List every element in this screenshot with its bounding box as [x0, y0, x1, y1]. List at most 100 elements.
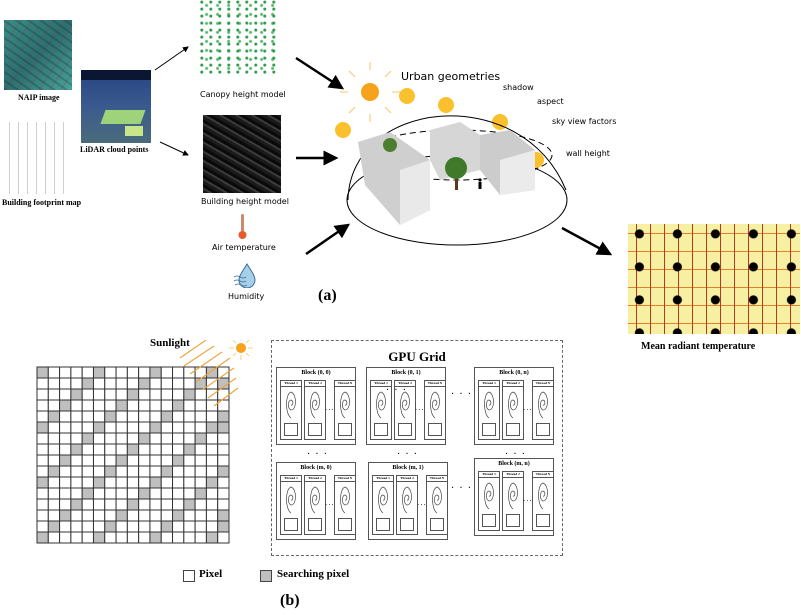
- gpu-thread: Thread 1: [478, 471, 500, 531]
- pixel: [92, 377, 106, 390]
- pixel: [205, 432, 219, 445]
- pixel: [160, 476, 174, 489]
- air-temperature-label: Air temperature: [212, 243, 276, 252]
- searching-pixel: [217, 520, 230, 533]
- sun-position-icon: [438, 97, 454, 113]
- pixel: [160, 454, 174, 467]
- factor-shadow: shadow: [503, 83, 534, 92]
- gpu-thread: Thread 2: [502, 380, 524, 440]
- pixel: [104, 377, 117, 390]
- searching-pixel: [149, 476, 162, 489]
- searching-pixel: [92, 366, 106, 379]
- pixel: [70, 531, 83, 544]
- searching-pixel: [138, 432, 151, 445]
- pixel: [194, 498, 207, 511]
- searching-pixel: [47, 410, 61, 423]
- gpu-thread-label: Thread 2: [503, 381, 523, 387]
- pixel: [138, 531, 151, 544]
- pixel: [81, 443, 94, 456]
- pixel: [138, 476, 151, 489]
- thread-pixel-box: [506, 514, 520, 527]
- pixel: [104, 509, 117, 522]
- pixel: [138, 454, 151, 467]
- spiral-icon: [508, 482, 518, 510]
- pixel: [36, 399, 49, 412]
- pixel: [138, 509, 151, 522]
- pixel: [81, 388, 94, 401]
- thread-pixel-box: [284, 518, 298, 531]
- pixel: [194, 509, 207, 522]
- thread-pixel-box: [308, 423, 322, 436]
- sun-position-icon: [492, 114, 508, 130]
- pixel: [126, 377, 140, 390]
- searching-pixel: [138, 377, 151, 390]
- pixel: [70, 377, 83, 390]
- pixel: [36, 454, 49, 467]
- gpu-thread-label: Thread 2: [305, 381, 325, 387]
- pixel: [172, 465, 185, 478]
- sun-position-icon: [399, 88, 415, 104]
- pixel: [160, 421, 174, 434]
- tree-icon: [445, 157, 467, 190]
- lidar-image: [81, 70, 151, 143]
- thread-pixel-box: [338, 423, 352, 436]
- pixel: [149, 509, 162, 522]
- ellipsis-horizontal: · · ·: [451, 389, 472, 400]
- pixel: [47, 454, 61, 467]
- pixel: [104, 487, 117, 500]
- factor-aspect: aspect: [537, 97, 564, 106]
- pixel: [115, 531, 128, 544]
- searching-pixel: [217, 465, 230, 478]
- searching-pixel: [47, 465, 61, 478]
- pixel: [104, 454, 117, 467]
- pixel: [217, 476, 230, 489]
- tree-icon: [383, 138, 397, 152]
- pixel: [81, 509, 94, 522]
- pixel: [149, 498, 162, 511]
- pixel: [59, 487, 72, 500]
- pixel: [36, 410, 49, 423]
- gpu-thread-label: Thread 2: [395, 381, 415, 387]
- pixel: [59, 531, 72, 544]
- pixel: [126, 487, 140, 500]
- pixel: [36, 377, 49, 390]
- building-footprint-label: Building footprint map: [2, 198, 82, 207]
- pixel: [70, 487, 83, 500]
- searching-pixel: [205, 421, 219, 434]
- thread-pixel-box: [536, 423, 550, 436]
- pixel: [217, 498, 230, 511]
- searching-pixel: [160, 410, 174, 423]
- pixel: [81, 465, 94, 478]
- thread-pixel-box: [284, 423, 298, 436]
- pixel: [59, 388, 72, 401]
- pixel: [149, 487, 162, 500]
- ellipsis-horizontal: · · ·: [451, 483, 472, 494]
- pixel: [217, 432, 230, 445]
- pixel: [59, 520, 72, 533]
- pixel: [59, 410, 72, 423]
- pixel: [36, 509, 49, 522]
- humidity-drop-icon: [233, 263, 256, 288]
- gpu-block-label: Block (0, 1): [391, 370, 421, 376]
- pixel: [183, 421, 196, 434]
- searching-pixel: [149, 421, 162, 434]
- pixel: [59, 443, 72, 456]
- building-height-label: Building height model: [201, 197, 289, 206]
- sun-icon: [340, 62, 400, 122]
- pixel: [126, 366, 140, 379]
- pixel: [104, 531, 117, 544]
- legend-pixel-label: Pixel: [199, 568, 223, 580]
- pixel: [126, 531, 140, 544]
- pixel: [92, 498, 106, 511]
- pixel: [92, 443, 106, 456]
- gpu-thread-label: Thread 1: [373, 476, 393, 482]
- buildings: [358, 122, 535, 225]
- pixel: [104, 476, 117, 489]
- gpu-thread-label: Thread 1: [281, 381, 301, 387]
- pixel: [205, 520, 219, 533]
- pixel: [59, 421, 72, 434]
- pixel: [160, 399, 174, 412]
- pixel: [149, 399, 162, 412]
- pixel: [172, 531, 185, 544]
